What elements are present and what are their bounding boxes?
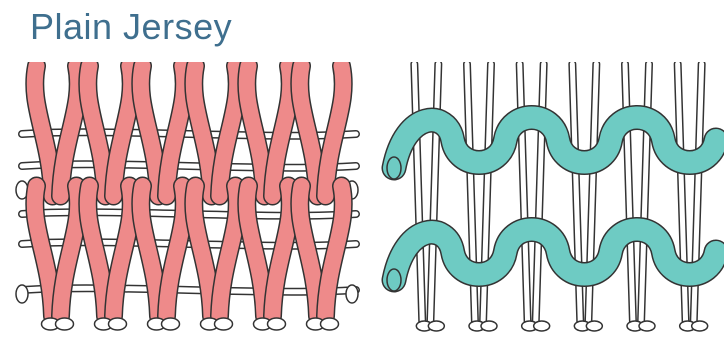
yarn-end-cap xyxy=(268,318,286,330)
yarn-end-cap xyxy=(321,318,339,330)
yarn-end-cap xyxy=(692,321,708,331)
knit-stitch-leg-right xyxy=(61,186,79,316)
yarn-end-cap xyxy=(481,321,497,331)
knit-stitch-leg-right xyxy=(273,66,291,196)
diagram-title: Plain Jersey xyxy=(30,6,232,48)
yarn-end-cap xyxy=(428,321,444,331)
knit-stitch-leg-right xyxy=(167,186,185,316)
knit-stitch-leg-right xyxy=(167,66,185,196)
yarn-end-cap xyxy=(534,321,550,331)
ghost-wale-yarn xyxy=(536,64,544,324)
plain-jersey-back-panel xyxy=(380,62,724,342)
knit-stitch-leg-left xyxy=(194,66,212,196)
knit-stitch-leg-left xyxy=(194,186,212,316)
ghost-wale-yarn xyxy=(414,64,422,324)
knit-stitch-leg-left xyxy=(247,186,265,316)
yarn-end-cap xyxy=(162,318,180,330)
knit-stitch-leg-left xyxy=(247,66,265,196)
yarn-end-cap xyxy=(346,285,358,303)
knit-stitch-leg-left xyxy=(88,66,106,196)
knit-stitch-leg-left xyxy=(35,66,53,196)
knit-stitch-leg-left xyxy=(300,66,318,196)
ghost-wale-yarn xyxy=(625,64,633,324)
yarn-end-cap xyxy=(16,285,28,303)
knit-stitch-leg-right xyxy=(326,66,344,196)
yarn-end-cap xyxy=(387,269,401,291)
knit-stitch-leg-left xyxy=(141,66,159,196)
yarn-end-cap xyxy=(109,318,127,330)
knit-stitch-leg-left xyxy=(300,186,318,316)
purl-course-yarn xyxy=(394,230,716,281)
plain-jersey-face-panel xyxy=(12,62,362,342)
knit-stitch-leg-right xyxy=(61,66,79,196)
yarn-end-cap xyxy=(586,321,602,331)
knit-stitch-leg-right xyxy=(220,186,238,316)
yarn-end-cap xyxy=(639,321,655,331)
knit-stitch-leg-right xyxy=(273,186,291,316)
knit-stitch-leg-right xyxy=(114,66,132,196)
ghost-wale-yarn xyxy=(641,64,649,324)
ghost-wale-yarn xyxy=(430,64,438,324)
knit-stitch-leg-right xyxy=(220,66,238,196)
ghost-wale-yarn xyxy=(520,64,528,324)
purl-course-yarn xyxy=(394,118,716,169)
knit-stitch-leg-right xyxy=(114,186,132,316)
yarn-end-cap xyxy=(387,157,401,179)
knit-stitch-leg-left xyxy=(88,186,106,316)
knit-stitch-leg-left xyxy=(35,186,53,316)
knit-stitch-leg-right xyxy=(326,186,344,316)
knit-stitch-leg-left xyxy=(141,186,159,316)
yarn-end-cap xyxy=(56,318,74,330)
yarn-end-cap xyxy=(215,318,233,330)
